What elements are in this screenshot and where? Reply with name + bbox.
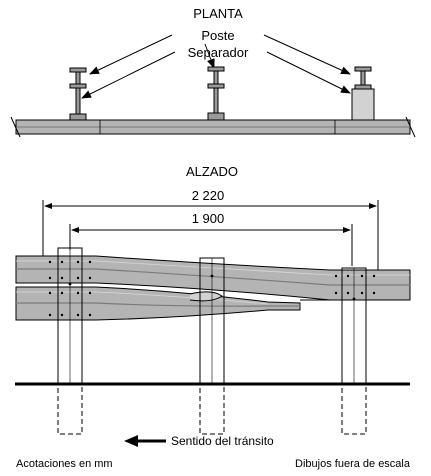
post-label: Poste	[201, 28, 234, 43]
scale-note: Dibujos fuera de escala	[295, 458, 411, 470]
elevation-post-1	[57, 247, 83, 385]
spacer-leaders	[81, 51, 351, 99]
dimension-inner-value: 1 900	[192, 211, 225, 226]
elevation-post-3	[341, 267, 367, 385]
splice-bolts	[48, 260, 376, 317]
spacer-label: Separador	[188, 45, 249, 60]
traffic-direction-arrow-icon	[124, 435, 166, 447]
plan-rail	[10, 116, 416, 138]
plan-post-3	[351, 66, 375, 121]
plan-title: PLANTA	[193, 6, 243, 21]
dimension-inner	[69, 224, 353, 266]
dimension-outer-value: 2 220	[192, 188, 225, 203]
elevation-title: ALZADO	[186, 164, 238, 179]
units-note: Acotaciones en mm	[16, 458, 113, 470]
elevation-post-2	[199, 257, 225, 385]
plan-post-2	[207, 66, 225, 121]
beam-tapered-end	[189, 291, 223, 302]
plan-post-1	[69, 67, 87, 121]
traffic-direction-label: Sentido del tránsito	[171, 434, 274, 448]
dimension-outer	[42, 200, 379, 270]
buried-posts	[57, 340, 367, 435]
post-leaders	[89, 34, 351, 75]
elevation-lower-beam	[15, 286, 301, 321]
